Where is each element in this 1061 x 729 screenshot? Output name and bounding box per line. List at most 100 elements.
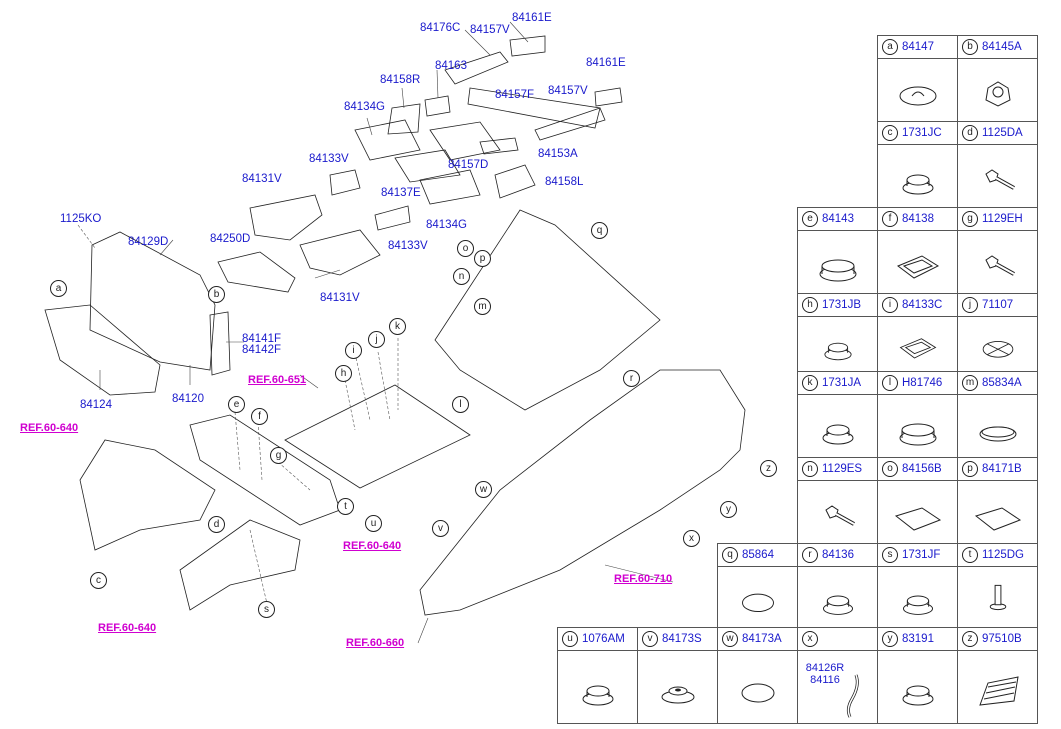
callout-h: h [335,365,352,382]
callout-u: u [365,515,382,532]
legend-cell-r: r 84136 [797,543,878,628]
legend-part-number: 1125DA [982,127,1023,139]
legend-part-number: 84143 [822,213,854,225]
legend-cell-header: d 1125DA [958,122,1037,145]
part-label: 84129D [128,236,169,248]
legend-cell-header: p 84171B [958,458,1037,481]
legend-cell-header: r 84136 [798,544,877,567]
legend-part-number: H81746 [902,377,943,389]
legend-cell-g: g 1129EH [957,207,1038,294]
callout-p: p [474,250,491,267]
legend-cell-t: t 1125DG [957,543,1038,628]
ref-link[interactable]: REF.60-651 [248,374,307,386]
plug-icon [878,566,957,627]
callout-o: o [457,240,474,257]
plug-icon [878,144,957,207]
legend-part-number: 71107 [982,299,1014,311]
part-label: 84134G [426,219,467,231]
oval-icon [718,650,797,723]
nut-icon [958,58,1037,121]
part-label: 84157V [548,85,588,97]
ref-link[interactable]: REF.60-710 [614,573,673,585]
legend-letter: g [962,211,978,227]
part-label: 84161E [586,57,626,69]
legend-letter: i [882,297,898,313]
ref-link[interactable]: REF.60-640 [343,540,402,552]
part-label: 1125KO [60,213,102,225]
part-label: 84131V [320,292,360,304]
callout-s: s [258,601,275,618]
legend-part-number: 84138 [902,213,934,225]
legend-cell-header: j 71107 [958,294,1037,317]
plug-rect-icon [878,230,957,293]
legend-letter: t [962,547,978,563]
legend-letter: k [802,375,818,391]
legend-letter: o [882,461,898,477]
legend-letter: n [802,461,818,477]
legend-letter: d [962,125,978,141]
legend-cell-header: g 1129EH [958,208,1037,231]
legend-letter: s [882,547,898,563]
legend-part-number: 85834A [982,377,1022,389]
legend-part-number: 84173A [742,633,782,645]
legend-letter: e [802,211,818,227]
legend-cell-d: d 1125DA [957,121,1038,208]
legend-part-number: 1129EH [982,213,1023,225]
part-label: 84137E [381,187,421,199]
legend-part-number: 84145A [982,41,1022,53]
part-label: 84120 [172,393,204,405]
legend-part-number: 84171B [982,463,1022,475]
legend-letter: j [962,297,978,313]
callout-d: d [208,516,225,533]
legend-extra-part: 84116 [810,674,840,686]
ref-link[interactable]: REF.60-660 [346,637,405,649]
plug-cross-icon [958,316,1037,371]
legend-part-number: 1731JB [822,299,862,311]
part-label: 84158R [380,74,421,86]
legend-cell-p: p 84171B [957,457,1038,544]
screw-icon [958,566,1037,627]
legend-part-number: 84147 [902,41,934,53]
part-label: 84131V [242,173,282,185]
callout-l: l [452,396,469,413]
part-label: 84163 [435,60,467,72]
plug-icon [558,650,637,723]
ref-link[interactable]: REF.60-640 [20,422,79,434]
strip-icon [798,650,877,723]
bolt-icon [798,480,877,543]
bolt-icon [958,144,1037,207]
legend-letter: p [962,461,978,477]
legend-part-number: 1731JC [902,127,942,139]
plug-icon [798,316,877,371]
part-label: 84133V [309,153,349,165]
legend-letter: b [962,39,978,55]
callout-f: f [251,408,268,425]
legend-letter: a [882,39,898,55]
legend-part-number: 1125DG [982,549,1024,561]
part-label: 84157D [448,159,489,171]
callout-y: y [720,501,737,518]
legend-part-number: 84136 [822,549,854,561]
callout-g: g [270,447,287,464]
ref-link[interactable]: REF.60-640 [98,622,157,634]
legend-letter: r [802,547,818,563]
legend-part-number: 1129ES [822,463,863,475]
